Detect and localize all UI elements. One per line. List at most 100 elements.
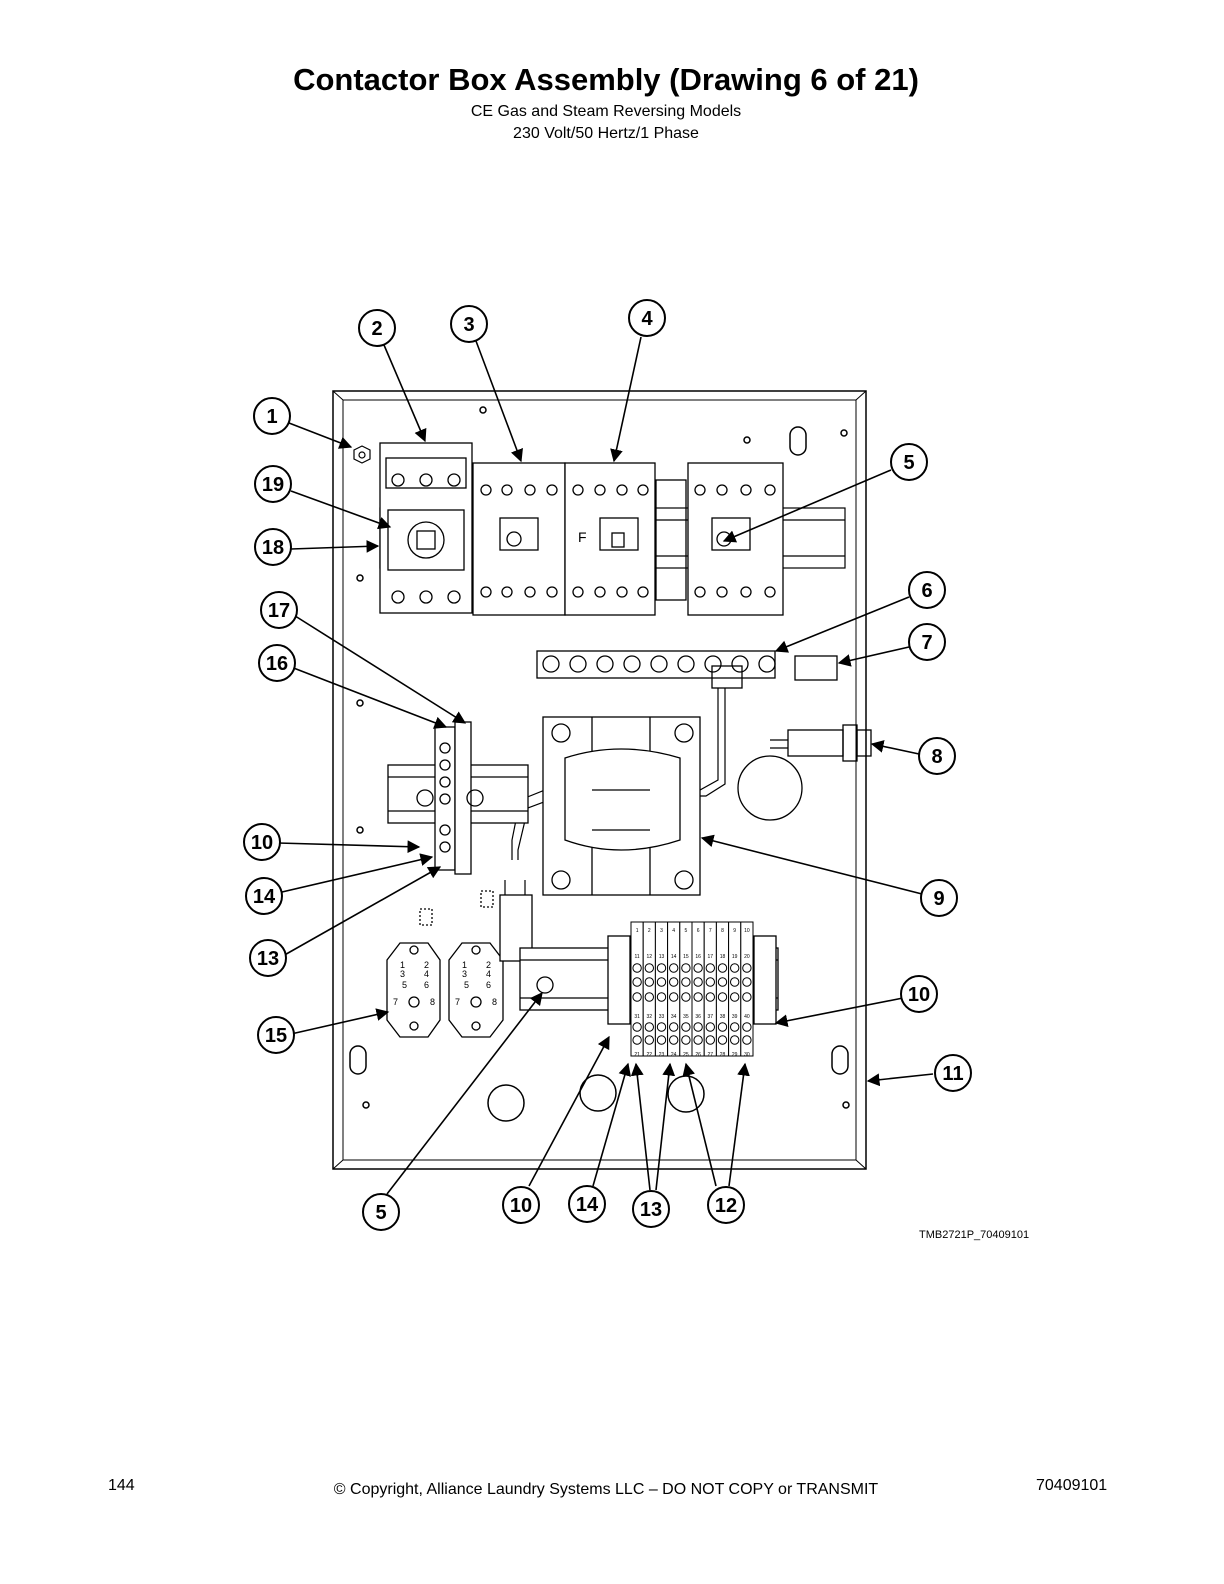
terminal-screw — [742, 992, 752, 1002]
terminal-screw — [730, 1022, 740, 1032]
terminal-screw — [730, 1035, 740, 1045]
terminal-number: 14 — [671, 954, 677, 960]
callout-11: 11 — [934, 1054, 972, 1092]
terminal-screw — [717, 1035, 728, 1045]
terminal-number: 33 — [659, 1014, 665, 1020]
terminal-screw — [632, 992, 642, 1002]
terminal-number: 10 — [744, 928, 750, 934]
copyright-notice: © Copyright, Alliance Laundry Systems LL… — [333, 1481, 879, 1498]
callout-2: 2 — [358, 309, 396, 347]
relay-right-pin-1: 1 — [462, 960, 467, 970]
terminal-screw — [717, 992, 728, 1002]
terminal-screw — [669, 963, 679, 973]
terminal-screw — [632, 1035, 642, 1045]
callout-9: 9 — [920, 879, 958, 917]
terminal-number: 15 — [683, 954, 689, 960]
relay-left-pin-6: 6 — [424, 980, 429, 990]
callout-8: 8 — [918, 737, 956, 775]
callout-19: 19 — [254, 465, 292, 503]
terminal-screw — [730, 977, 740, 987]
svg-text:1: 1 — [266, 406, 277, 428]
terminal-number: 20 — [744, 954, 750, 960]
terminal-screw — [742, 1035, 752, 1045]
terminal-screw — [705, 992, 715, 1002]
leader-lines — [277, 336, 934, 1195]
contactor-left — [472, 462, 566, 616]
callout-4: 4 — [628, 299, 666, 337]
terminal-screw — [742, 977, 752, 987]
contactor-letter-f: F — [578, 529, 587, 545]
callout-6: 6 — [908, 571, 946, 609]
terminal-number: 13 — [659, 954, 665, 960]
circuit-breaker — [379, 442, 473, 614]
relay-left-pin-2: 2 — [424, 960, 429, 970]
contactor-middle — [564, 462, 687, 616]
svg-text:7: 7 — [921, 632, 932, 654]
relay-left-pin-4: 4 — [424, 969, 429, 979]
terminal-cover — [794, 655, 838, 681]
drawing-code: TMB2721P_70409101 — [919, 1229, 1030, 1241]
terminal-screw — [669, 1035, 679, 1045]
terminal-screw — [681, 1035, 691, 1045]
terminal-screw — [717, 963, 728, 973]
terminal-number: 19 — [732, 954, 738, 960]
svg-text:10: 10 — [908, 984, 930, 1006]
svg-text:19: 19 — [262, 474, 284, 496]
terminal-number: 34 — [671, 1014, 677, 1020]
callout-15: 15 — [257, 1016, 295, 1054]
page-subtitle-voltage: 230 Volt/50 Hertz/1 Phase — [513, 125, 699, 142]
relay-right-pin-7: 7 — [455, 997, 460, 1007]
terminal-screw — [693, 1022, 703, 1032]
relay-right-pin-5: 5 — [464, 980, 469, 990]
terminal-screw — [742, 963, 752, 973]
terminal-strip — [630, 921, 754, 1057]
terminal-number: 24 — [671, 1052, 677, 1058]
terminal-number: 5 — [685, 928, 688, 934]
terminal-number: 25 — [683, 1052, 689, 1058]
callout-balloons: 1 2 3 4 5 6 7 8 9 10 11 13 14 15 16 17 1… — [243, 299, 972, 1231]
callout-14-left: 14 — [245, 877, 283, 915]
relay-left-pin-3: 3 — [400, 969, 405, 979]
terminal-screw — [644, 1035, 654, 1045]
svg-text:9: 9 — [933, 888, 944, 910]
terminal-screw — [656, 1035, 667, 1045]
page-number: 144 — [108, 1477, 135, 1494]
svg-text:2: 2 — [371, 318, 382, 340]
terminal-number: 23 — [659, 1052, 665, 1058]
terminal-screw — [656, 977, 667, 987]
terminal-number: 17 — [708, 954, 714, 960]
terminal-number: 27 — [708, 1052, 714, 1058]
svg-text:13: 13 — [640, 1199, 662, 1221]
callout-5-upper: 5 — [890, 443, 928, 481]
relay-right-pin-2: 2 — [486, 960, 491, 970]
terminal-number: 31 — [634, 1014, 640, 1020]
terminal-screw — [693, 992, 703, 1002]
terminal-number: 8 — [721, 928, 724, 934]
terminal-number: 3 — [660, 928, 663, 934]
callout-10-left: 10 — [243, 823, 281, 861]
terminal-screw — [681, 1022, 691, 1032]
back-panel — [332, 390, 867, 1170]
terminal-number: 12 — [647, 954, 653, 960]
relay-right-pin-8: 8 — [492, 997, 497, 1007]
contactor-right — [687, 462, 784, 616]
svg-text:14: 14 — [576, 1194, 599, 1216]
terminal-number: 6 — [697, 928, 700, 934]
terminal-number: 1 — [636, 928, 639, 934]
callout-13-lower: 13 — [632, 1190, 670, 1228]
relay-left-pin-1: 1 — [400, 960, 405, 970]
indicator-light — [770, 724, 872, 762]
terminal-number: 18 — [720, 954, 726, 960]
terminal-number: 40 — [744, 1014, 750, 1020]
callout-7: 7 — [908, 623, 946, 661]
terminal-number: 21 — [634, 1052, 640, 1058]
terminal-number: 30 — [744, 1052, 750, 1058]
terminal-screw — [644, 963, 654, 973]
terminal-block — [740, 921, 754, 1057]
document-number: 70409101 — [1036, 1477, 1108, 1494]
terminal-screw — [730, 992, 740, 1002]
terminal-screw — [717, 977, 728, 987]
terminal-screw — [705, 1035, 715, 1045]
svg-text:17: 17 — [268, 600, 290, 622]
relay-left-pin-8: 8 — [430, 997, 435, 1007]
